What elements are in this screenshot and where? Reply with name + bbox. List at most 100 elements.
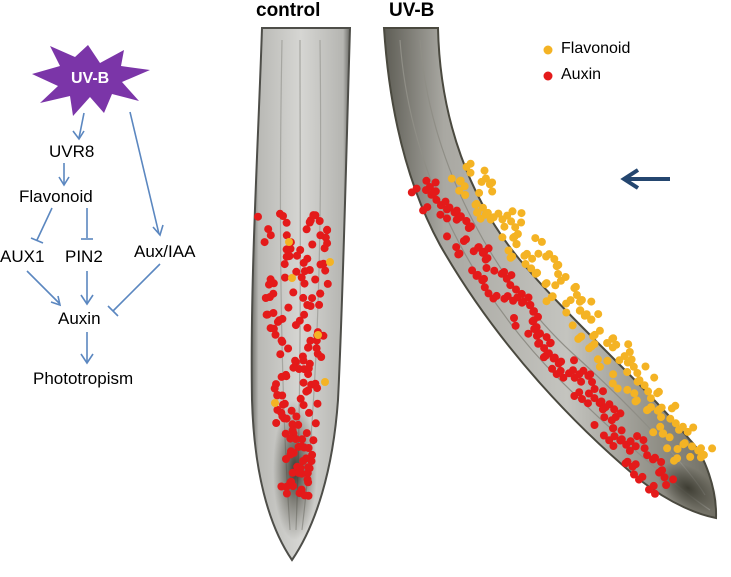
flavonoid-dot xyxy=(630,389,639,398)
auxin-dot xyxy=(535,329,544,338)
auxin-dot xyxy=(626,437,635,446)
flavonoid-dot xyxy=(561,273,570,281)
flavonoid-dot xyxy=(646,394,655,403)
auxin-dot xyxy=(265,293,274,301)
flavonoid-dot xyxy=(500,222,509,231)
flavonoid-dot xyxy=(613,384,622,393)
flavonoid-label: Flavonoid xyxy=(19,187,93,206)
auxin-dot xyxy=(443,232,451,241)
flavonoid-dot xyxy=(640,381,649,390)
auxin-dot xyxy=(323,225,332,234)
auxin-dot xyxy=(643,451,652,460)
auxin-dot xyxy=(590,394,599,403)
auxin-dot xyxy=(289,482,297,491)
auxin-dot xyxy=(282,414,291,423)
flavonoid-dot xyxy=(609,370,618,379)
flavonoid-dot xyxy=(570,284,579,293)
auxin-dot xyxy=(441,197,450,206)
auxin-dot xyxy=(316,231,325,240)
auxin-dot xyxy=(546,339,555,348)
flavonoid-dot xyxy=(480,166,489,175)
auxin-dot xyxy=(320,244,329,253)
flavonoid-dot xyxy=(455,186,464,195)
auxin-dot xyxy=(430,188,439,197)
flavonoid-dot xyxy=(594,310,603,319)
auxin-dot xyxy=(275,316,284,325)
flavonoid-dot xyxy=(649,428,658,437)
auxin-dot xyxy=(288,468,297,477)
inhibit-flavonoid-aux1 xyxy=(36,207,53,241)
auxin-dot xyxy=(302,225,311,234)
auxin-dot xyxy=(524,329,533,338)
auxin-dot xyxy=(300,491,309,500)
flavonoid-dot xyxy=(624,340,633,349)
auxin-dot xyxy=(472,271,481,280)
auxin-dot xyxy=(657,467,665,476)
control-panel-title: control xyxy=(256,0,321,21)
auxin-dot xyxy=(305,408,313,417)
auxin-dot xyxy=(455,249,464,258)
flavonoid-dot xyxy=(288,274,296,282)
auxin-dot xyxy=(639,436,648,445)
auxin-dot xyxy=(617,435,626,444)
flavonoid-dot xyxy=(321,378,329,386)
uvr8-label: UVR8 xyxy=(49,142,95,161)
auxin-dot xyxy=(609,442,618,450)
auxin-dot xyxy=(503,292,512,301)
flavonoid-dot xyxy=(531,269,540,278)
flavonoid-dot xyxy=(686,452,695,461)
flavonoid-dot xyxy=(512,240,521,249)
auxin-dot xyxy=(570,356,578,365)
auxin-dot xyxy=(308,240,317,249)
auxin-dot xyxy=(279,212,287,220)
auxin-dot xyxy=(305,217,314,226)
flavonoid-dot xyxy=(658,429,667,438)
auxin-dot xyxy=(309,436,318,445)
auxin-dot xyxy=(282,455,290,463)
flavonoid-dot xyxy=(650,373,659,382)
flavonoid-dot xyxy=(678,422,687,431)
auxin-dot xyxy=(282,482,291,491)
auxin-dot xyxy=(423,203,432,212)
auxin-dot xyxy=(506,281,515,290)
flavonoid-dot xyxy=(623,358,632,367)
auxin-dot xyxy=(269,324,278,333)
auxin-dot xyxy=(280,399,289,408)
auxin-dot xyxy=(630,470,638,479)
auxin-dot xyxy=(669,475,678,484)
auxin-dot xyxy=(282,231,291,240)
auxin-dot xyxy=(462,235,470,244)
flavonoid-dot xyxy=(689,423,698,432)
auxin-dot xyxy=(478,276,487,285)
control-flavonoid-dots xyxy=(271,238,334,407)
flavonoid-dot xyxy=(667,404,676,413)
auxin-dot xyxy=(482,264,491,272)
flavonoid-dot xyxy=(542,279,551,288)
flavonoid-dot xyxy=(587,315,596,324)
flavonoid-dot xyxy=(506,253,515,262)
auxin-dot xyxy=(304,370,313,379)
arrow-aux1-auxin xyxy=(26,270,61,305)
auxin-dot xyxy=(311,419,320,428)
auxin-dot xyxy=(313,384,322,393)
auxin-dot xyxy=(280,260,289,269)
auxin-dot xyxy=(625,446,634,455)
auxin-dot xyxy=(304,343,312,352)
auxin-dot xyxy=(412,184,421,193)
flavonoid-dot xyxy=(486,215,495,224)
aux-iaa-label: Aux/IAA xyxy=(134,242,196,261)
auxin-dot xyxy=(284,344,293,353)
auxin-dot xyxy=(272,419,281,427)
auxin-dot xyxy=(303,301,312,309)
auxin-dot xyxy=(443,214,451,223)
auxin-dot xyxy=(510,314,518,322)
legend-auxin-label: Auxin xyxy=(561,66,602,83)
arrow-uvb-auxiaa xyxy=(129,111,160,235)
auxin-dot xyxy=(598,405,607,414)
flavonoid-dot xyxy=(285,238,293,246)
auxin-dot xyxy=(266,231,275,240)
auxin-dot xyxy=(302,387,311,396)
auxin-dot xyxy=(284,303,293,312)
auxin-dot xyxy=(577,377,586,386)
